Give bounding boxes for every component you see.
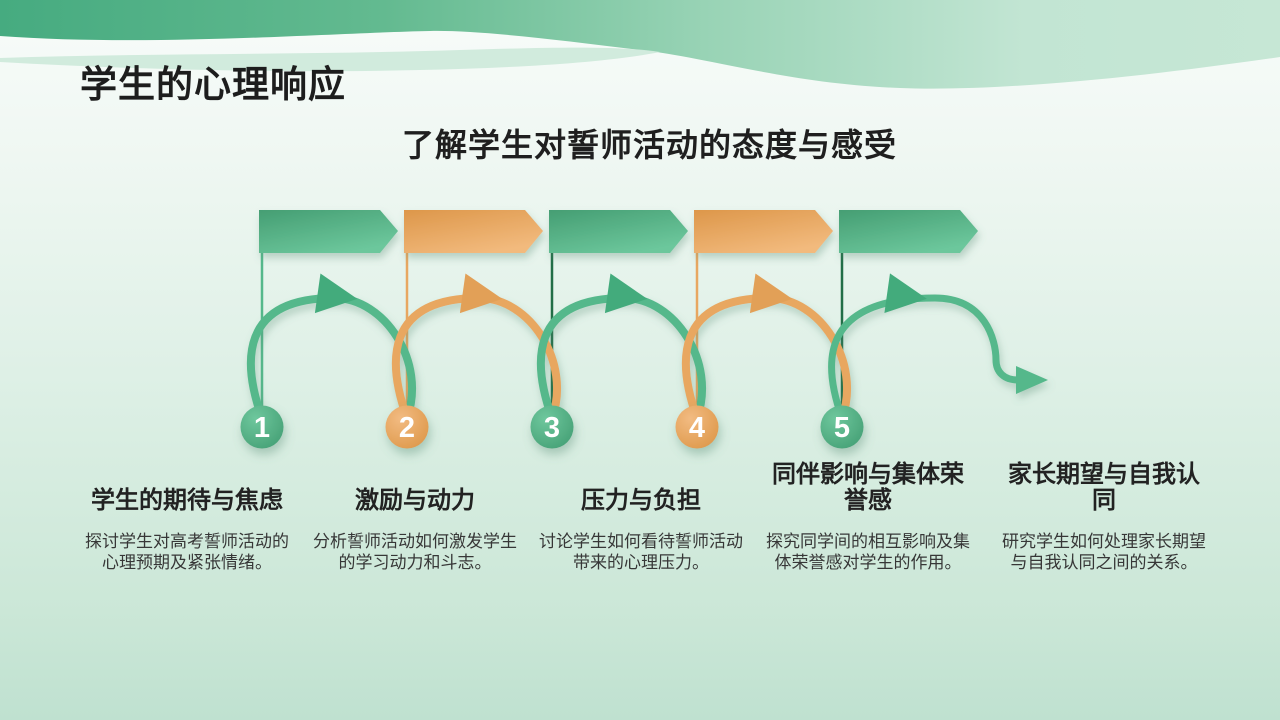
flag-banners: [259, 210, 978, 253]
flag-banner-5: [839, 210, 978, 253]
step-number-1: 1: [254, 412, 270, 444]
flag-banner-3: [549, 210, 688, 253]
step-body-5: 研究学生如何处理家长期望 与自我认同之间的关系。: [1002, 532, 1206, 572]
step-number-5: 5: [834, 412, 850, 444]
loop-arc-2: [391, 293, 561, 420]
header-wave-main: [0, 0, 1280, 89]
step-heading-5: 家长期望与自我认 同: [1008, 461, 1200, 514]
header-wave-decoration: [0, 0, 1280, 89]
step-circle-1: [240, 405, 284, 449]
step-numbers: 1 2 3 4 5: [254, 412, 850, 444]
step-number-3: 3: [544, 412, 560, 444]
arrow-head-icon-4: [749, 273, 793, 314]
page-title: 学生的心理响应: [80, 64, 346, 105]
step-heading-1: 学生的期待与焦虑: [91, 487, 283, 514]
flag-banner-2: [404, 210, 543, 253]
step-number-4: 4: [689, 412, 705, 444]
loop-arc-5-exit: [828, 294, 1019, 420]
step-column-3: 压力与负担 讨论学生如何看待誓师活动 带来的心理压力。: [516, 462, 766, 573]
step-column-5: 家长期望与自我认 同 研究学生如何处理家长期望 与自我认同之间的关系。: [979, 462, 1229, 573]
step-circles: [240, 405, 864, 449]
step-circle-5: [820, 405, 864, 449]
loop-arrowheads: [314, 273, 927, 314]
step-column-4: 同伴影响与集体荣 誉感 探究同学间的相互影响及集 体荣誉感对学生的作用。: [743, 462, 993, 573]
flag-banner-4: [694, 210, 833, 253]
loop-arc-1: [246, 293, 416, 420]
loop-arcs: [246, 293, 1048, 420]
arrow-head-icon-3: [604, 273, 648, 314]
step-circle-4: [675, 405, 719, 449]
step-body-4: 探究同学间的相互影响及集 体荣誉感对学生的作用。: [766, 532, 970, 572]
arrow-head-icon-1: [314, 273, 358, 314]
loop-arc-3: [536, 293, 706, 420]
loop-arc-4: [681, 293, 851, 420]
timeline-diagram: 1 2 3 4 5: [240, 210, 1048, 449]
step-circle-2: [385, 405, 429, 449]
step-heading-3: 压力与负担: [581, 487, 701, 514]
step-heading-2: 激励与动力: [355, 487, 475, 514]
step-body-2: 分析誓师活动如何激发学生 的学习动力和斗志。: [313, 532, 517, 572]
step-column-1: 学生的期待与焦虑 探讨学生对高考誓师活动的 心理预期及紧张情绪。: [62, 462, 312, 573]
exit-arrow-head-icon: [1016, 366, 1048, 394]
header-wave-ribbon: [0, 47, 660, 72]
flag-banner-1: [259, 210, 398, 253]
page-subtitle: 了解学生对誓师活动的态度与感受: [402, 127, 898, 163]
arrow-head-icon-5: [884, 273, 927, 314]
step-body-3: 讨论学生如何看待誓师活动 带来的心理压力。: [539, 532, 743, 572]
step-body-1: 探讨学生对高考誓师活动的 心理预期及紧张情绪。: [85, 532, 289, 572]
step-number-2: 2: [399, 412, 415, 444]
step-heading-4: 同伴影响与集体荣 誉感: [772, 461, 964, 514]
arrow-head-icon-2: [459, 273, 503, 314]
step-circle-3: [530, 405, 574, 449]
step-column-2: 激励与动力 分析誓师活动如何激发学生 的学习动力和斗志。: [290, 462, 540, 573]
